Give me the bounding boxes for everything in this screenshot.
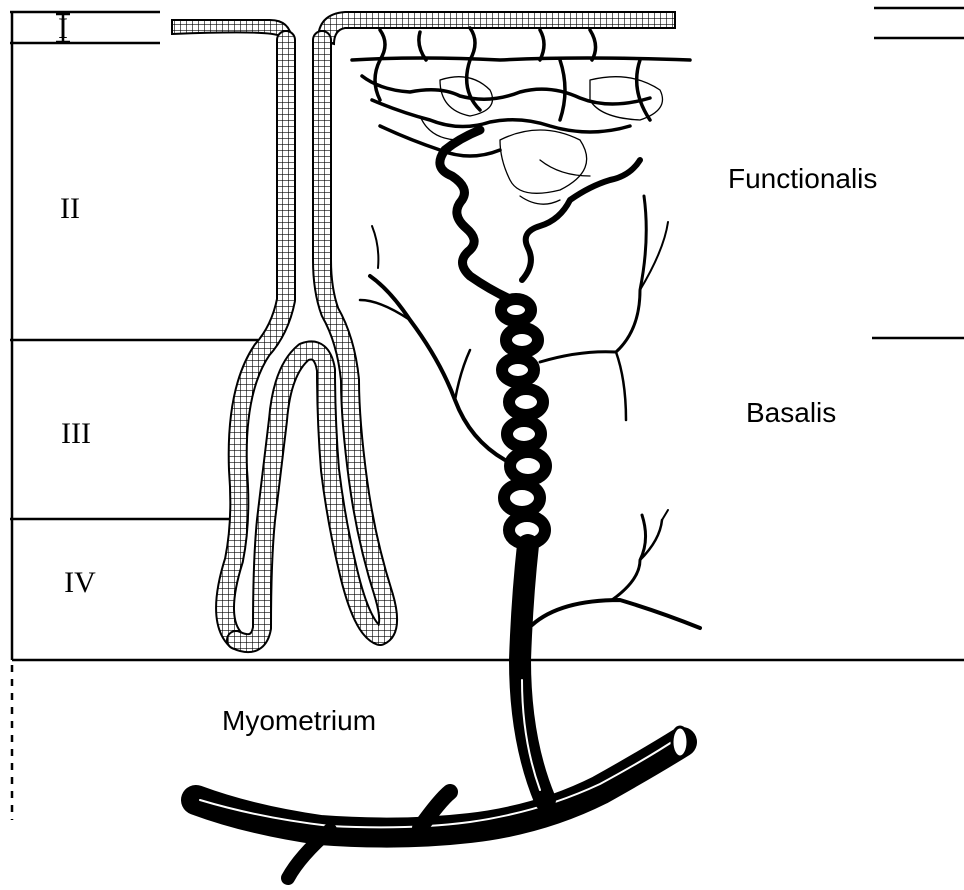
basal-arteriole (532, 600, 700, 628)
myometrium-label: Myometrium (222, 705, 376, 736)
surface-epithelium-right (318, 12, 675, 44)
endometrial-gland (225, 40, 388, 643)
surface-epithelium (172, 12, 675, 44)
functionalis-label: Functionalis (728, 163, 877, 194)
surface-epithelium-left (172, 20, 292, 40)
zone-1-label: I (58, 12, 68, 45)
radial-artery (196, 742, 682, 833)
straight-artery-trunk (520, 545, 545, 800)
subepithelial-capillary-plexus (352, 28, 690, 156)
layer-boundaries (872, 8, 964, 338)
zone-2-label: II (60, 192, 80, 225)
radial-artery-lumen (672, 727, 688, 757)
basalis-label: Basalis (746, 397, 836, 428)
spiral-artery-coils (501, 299, 546, 544)
zone-4-label: IV (64, 566, 96, 599)
zone-3-label: III (61, 417, 91, 450)
